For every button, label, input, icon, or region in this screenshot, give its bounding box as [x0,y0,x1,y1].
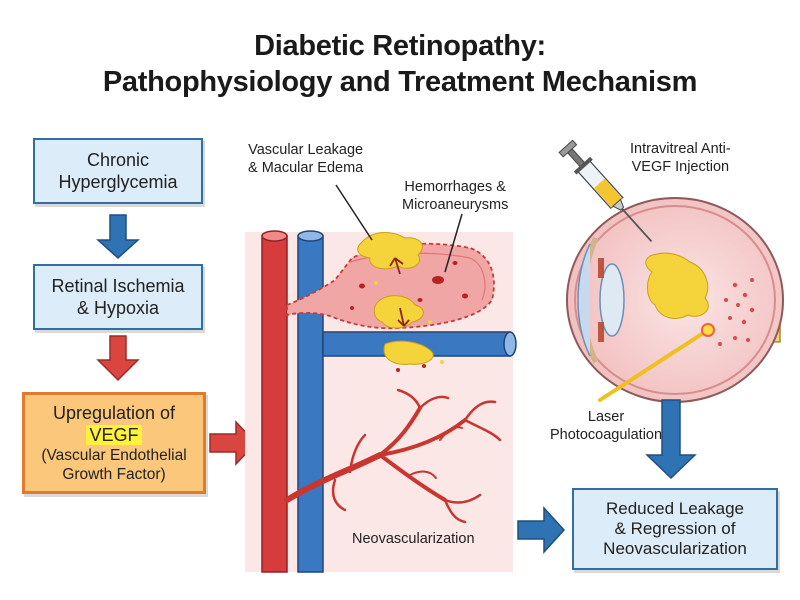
box-line: Retinal Ischemia [51,276,185,296]
outcome-box: Reduced Leakage & Regression of Neovascu… [572,488,778,570]
box-line: Reduced Leakage [605,499,744,518]
outcome-arrow-right [517,506,566,554]
retinal-spots [718,278,755,346]
outcome-arrow-down [645,399,697,480]
injection-label: Intravitreal Anti- VEGF Injection [630,141,731,175]
vein-vessel [297,230,324,573]
box-line: Hyperglycemia [58,172,178,192]
box-line: Growth Factor) [62,466,166,483]
hemorrhage-label: Hemorrhages & Microaneurysms [402,179,509,213]
artery-vessel [261,230,288,573]
laser-label: Laser Photocoagulation [550,409,663,443]
box-line: & Hypoxia [76,298,160,318]
leakage-label: Vascular Leakage & Macular Edema [248,142,364,176]
flow-arrow-1 [96,214,140,260]
box-line: & Regression of [614,519,736,538]
title-line-1: Diabetic Retinopathy: [254,30,546,62]
vegf-highlight: VEGF [86,425,142,445]
flow-arrow-2 [96,335,140,382]
neovascularization-label: Neovascularization [352,531,475,547]
box-line: Neovascularization [603,539,747,558]
ischemia-box: Retinal Ischemia & Hypoxia [33,264,203,330]
hemorrhage-pointer [444,213,463,273]
hyperglycemia-box: Chronic Hyperglycemia [33,138,203,204]
vegf-box: Upregulation of VEGF (Vascular Endotheli… [22,392,206,494]
leakage-pointer [335,184,373,241]
box-line: (Vascular Endothelial [41,447,187,464]
neovascularization-tree [284,388,502,524]
hemorrhage-dots [350,261,468,372]
laser-beam [598,323,715,402]
eye-cross-section [566,197,784,403]
macular-edema [357,232,434,365]
title-line-2: Pathophysiology and Treatment Mechanism [102,66,698,98]
box-line: Chronic [86,150,150,170]
syringe-icon [558,139,653,243]
box-line: Upregulation of [52,403,176,423]
